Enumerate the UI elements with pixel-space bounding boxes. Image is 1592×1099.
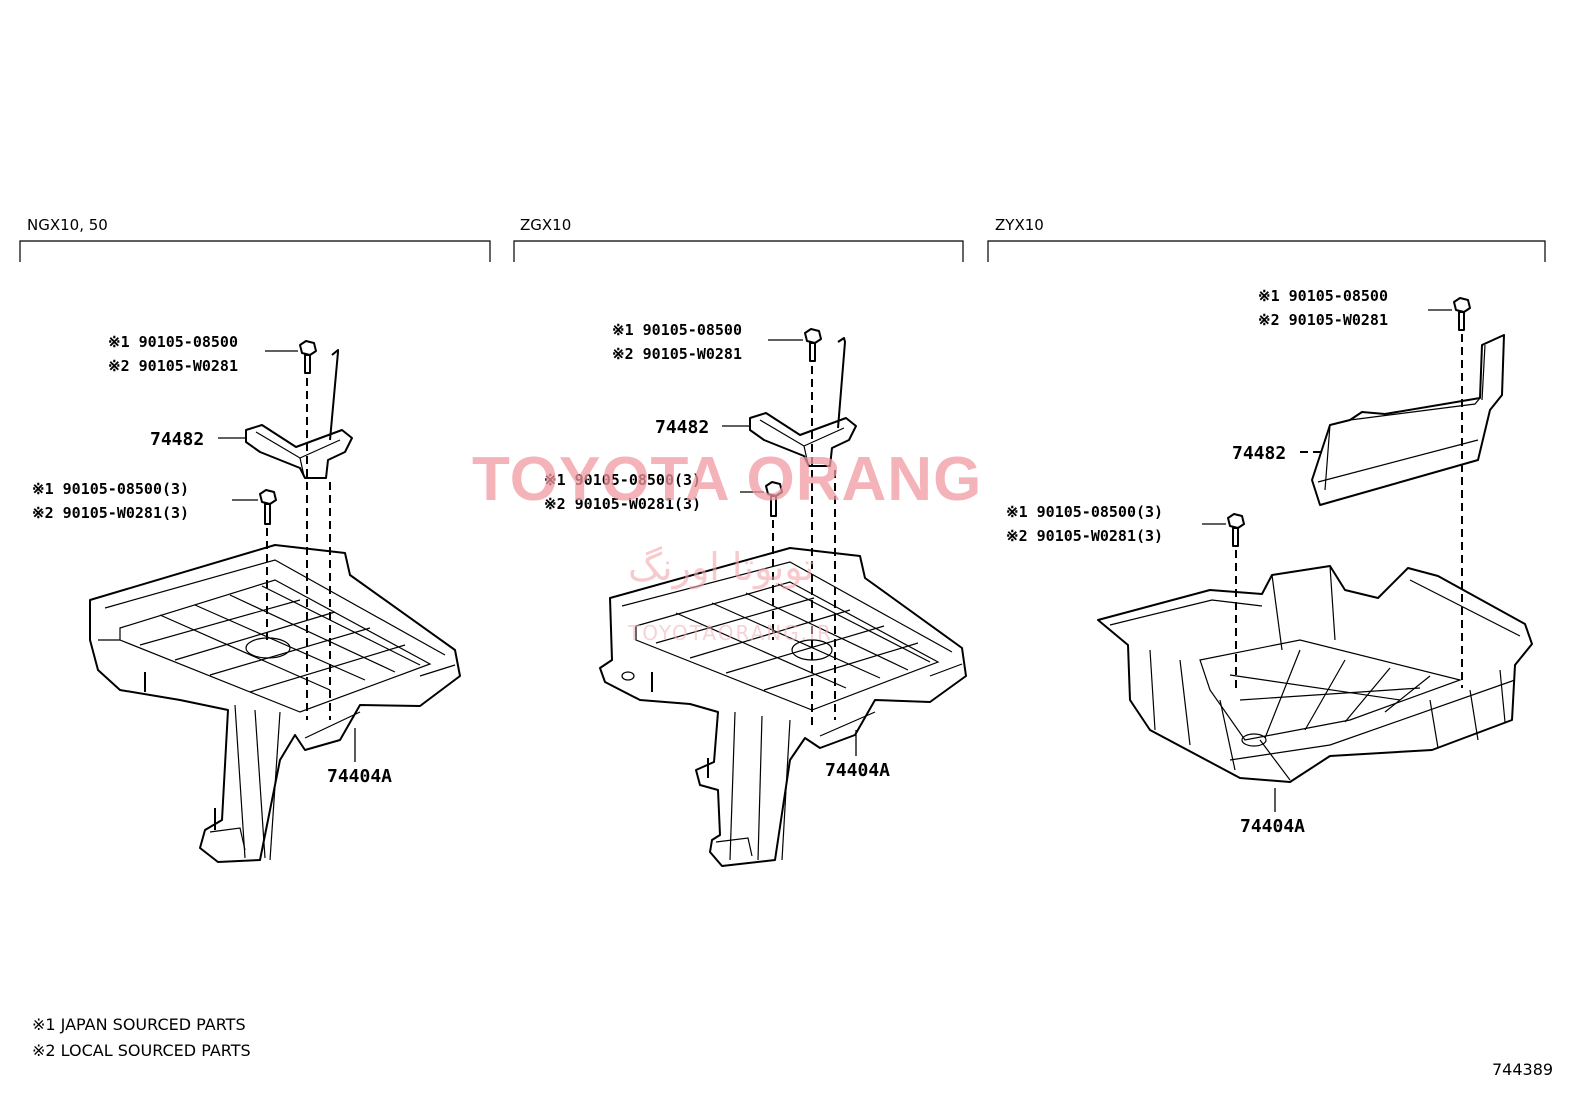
tray-label: 74404A [825,760,890,781]
bolt-mid-label-2: ※2 90105-W0281(3) [32,504,189,522]
watermark-persian: تویوتا اورنگ [628,545,815,590]
battery-clamp-icon [245,424,353,479]
bolt-top-label-1: ※1 90105-08500 [612,321,742,339]
bracket-label: 74482 [655,417,709,438]
section-bracket-line [987,240,1546,262]
section-bracket-line [513,240,964,262]
clamp-rod [837,337,846,429]
section-bracket-line [19,240,491,262]
bracket-label: 74482 [150,429,204,450]
assembly-ngx10-50: ※1 90105-08500 ※2 90105-W0281 74482 ※1 9… [32,333,461,863]
tray-label: 74404A [327,766,392,787]
figure-number: 744389 [1492,1060,1553,1079]
note-japan: ※1 JAPAN SOURCED PARTS [32,1015,246,1034]
battery-tray-icon [1097,565,1533,783]
bolt-top-label-2: ※2 90105-W0281 [108,357,238,375]
assembly-zgx10: ※1 90105-08500 ※2 90105-W0281 74482 ※1 9… [544,321,967,867]
bolt-mid-label-2: ※2 90105-W0281(3) [1006,527,1163,545]
bolt-top-label-2: ※2 90105-W0281 [612,345,742,363]
footnotes: ※1 JAPAN SOURCED PARTS ※2 LOCAL SOURCED … [32,1015,251,1060]
bolt-mid-label-2: ※2 90105-W0281(3) [544,495,701,513]
bolt-top-label-1: ※1 90105-08500 [1258,287,1388,305]
bolt-mid-label-1: ※1 90105-08500(3) [544,471,701,489]
section-zyx10: ZYX10 [987,216,1546,262]
bolt-top-label-1: ※1 90105-08500 [108,333,238,351]
bolt-mid-label-1: ※1 90105-08500(3) [32,480,189,498]
section-title: NGX10, 50 [27,216,108,234]
section-title: ZGX10 [520,216,571,234]
battery-tray-icon [89,544,461,863]
bolt-icon [765,481,783,517]
bracket-label: 74482 [1232,443,1286,464]
assembly-zyx10: ※1 90105-08500 ※2 90105-W0281 74482 ※1 9… [1006,287,1533,837]
bolt-icon [259,489,277,525]
section-ngx10-50: NGX10, 50 [19,216,491,262]
bolt-mid-label-1: ※1 90105-08500(3) [1006,503,1163,521]
battery-tray-icon [599,547,967,867]
note-local: ※2 LOCAL SOURCED PARTS [32,1041,251,1060]
bolt-icon [1227,513,1245,547]
section-zgx10: ZGX10 [513,216,964,262]
bolt-top-label-2: ※2 90105-W0281 [1258,311,1388,329]
tray-label: 74404A [1240,816,1305,837]
bolt-icon [1453,297,1471,331]
bolt-icon [299,340,317,374]
battery-clamp-icon [1311,334,1505,506]
clamp-rod [329,349,339,441]
watermark: TOYOTA ORANG تویوتا اورنگ TOYOTAORANG.IR [472,445,982,645]
bolt-icon [804,328,822,362]
section-title: ZYX10 [995,216,1044,234]
watermark-url: TOYOTAORANG.IR [627,621,833,645]
watermark-text: TOYOTA ORANG [472,445,982,514]
battery-clamp-icon [749,412,857,467]
